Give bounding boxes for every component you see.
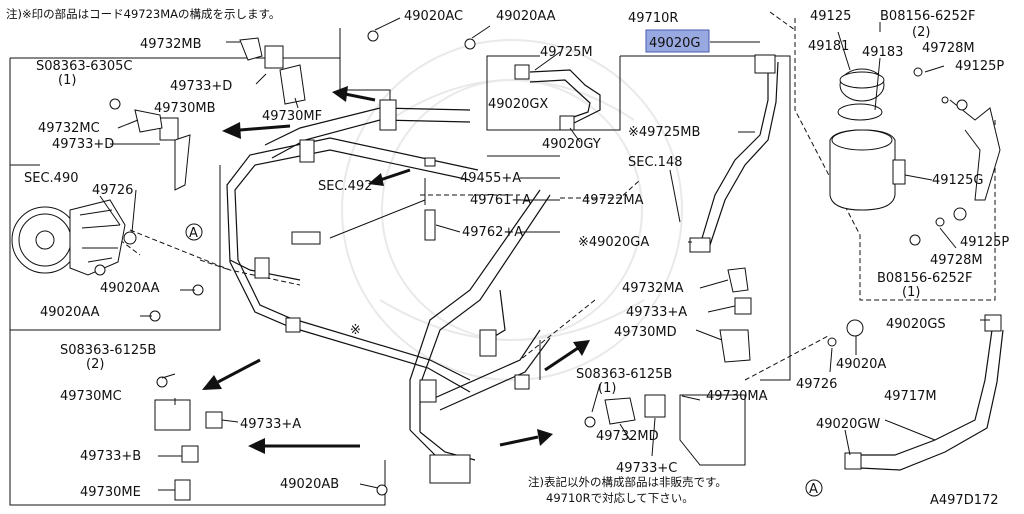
label-49730ME[interactable]: 49730ME [80, 485, 141, 500]
label-08363-6125B-right-qty: (1) [598, 381, 616, 396]
watermark [341, 39, 683, 381]
label-08156-top-qty: (2) [912, 25, 930, 40]
label-49730MF[interactable]: 49730MF [262, 109, 322, 124]
label-08363-6125B-left[interactable]: S08363-6125B [60, 343, 156, 358]
note-bottom-2: 49710Rで対応して下さい。 [546, 491, 694, 505]
direction-arrows [202, 86, 590, 454]
label-SEC490[interactable]: SEC.490 [24, 171, 79, 186]
label-49020AB[interactable]: 49020AB [280, 477, 339, 492]
power-steering-pump [11, 199, 137, 276]
label-49722MA[interactable]: 49722MA [582, 193, 644, 208]
label-49728M-bot[interactable]: 49728M [930, 253, 983, 268]
label-49183[interactable]: 49183 [862, 45, 903, 60]
label-49020AA-top[interactable]: 49020AA [496, 9, 556, 24]
label-SEC492[interactable]: SEC.492 [318, 179, 373, 194]
label-49730MC[interactable]: 49730MC [60, 389, 122, 404]
label-49733B[interactable]: 49733+B [80, 449, 141, 464]
label-49020GW[interactable]: 49020GW [816, 417, 880, 432]
highlight-49020G [645, 29, 710, 53]
label-49020A[interactable]: 49020A [836, 357, 886, 372]
note-top: 注)※印の部品はコード49723MAの構成を示します。 [6, 7, 280, 21]
label-49125[interactable]: 49125 [810, 9, 851, 24]
brackets [109, 30, 752, 501]
group-boxes [9, 11, 996, 506]
part-labels: 49020AC 49020AA 49710R 49020G 49125 B081… [24, 9, 1009, 500]
label-49125P-top[interactable]: 49125P [955, 59, 1004, 74]
label-49020GA[interactable]: ※49020GA [578, 235, 649, 250]
label-49732MC[interactable]: 49732MC [38, 121, 100, 136]
label-49761A[interactable]: 49761+A [470, 193, 531, 208]
label-49730MD[interactable]: 49730MD [614, 325, 677, 340]
diagram-id: A497D172 [930, 493, 999, 508]
ref-A-bottom-letter: A [809, 482, 818, 497]
label-49020AA-1[interactable]: 49020AA [100, 281, 160, 296]
label-49710R[interactable]: 49710R [628, 11, 678, 26]
label-49733A-left[interactable]: 49733+A [240, 417, 301, 432]
label-49730MB[interactable]: 49730MB [154, 101, 216, 116]
label-08363-6125B-right[interactable]: S08363-6125B [576, 367, 672, 382]
label-star: ※ [350, 323, 361, 338]
label-49762A[interactable]: 49762+A [462, 225, 523, 240]
label-08363-6305C-qty: (1) [58, 73, 76, 88]
label-SEC148[interactable]: SEC.148 [628, 155, 683, 170]
reservoir-assembly [827, 67, 1001, 347]
label-49020G[interactable]: 49020G [649, 36, 700, 51]
label-49125G[interactable]: 49125G [932, 173, 983, 188]
label-49730MA[interactable]: 49730MA [706, 389, 768, 404]
label-49733A-right[interactable]: 49733+A [626, 305, 687, 320]
label-49732MA[interactable]: 49732MA [622, 281, 684, 296]
label-08156-bot-qty: (1) [902, 285, 920, 300]
label-49725M[interactable]: 49725M [540, 45, 593, 60]
label-49733C[interactable]: 49733+C [616, 461, 677, 476]
label-08156-top[interactable]: B08156-6252F [880, 9, 976, 24]
label-08363-6125B-left-qty: (2) [86, 357, 104, 372]
label-49455A[interactable]: 49455+A [460, 171, 521, 186]
label-49733D-top[interactable]: 49733+D [170, 79, 232, 94]
ref-A-top-letter: A [189, 226, 198, 241]
label-49717M[interactable]: 49717M [884, 389, 937, 404]
leader-lines [99, 17, 990, 491]
reference-A-top: A [185, 223, 203, 241]
label-49726-left[interactable]: 49726 [92, 183, 133, 198]
label-49020GS[interactable]: 49020GS [886, 317, 946, 332]
reference-A-bottom: A [805, 479, 823, 497]
label-49732MB[interactable]: 49732MB [140, 37, 202, 52]
label-49181[interactable]: 49181 [808, 39, 849, 54]
label-49733D-mid[interactable]: 49733+D [52, 137, 114, 152]
note-bottom-1: 注)表記以外の構成部品は非販売です。 [528, 475, 727, 489]
label-08363-6305C[interactable]: S08363-6305C [36, 59, 132, 74]
label-49732MD[interactable]: 49732MD [596, 429, 659, 444]
label-49020GY[interactable]: 49020GY [542, 137, 601, 152]
label-08156-bot[interactable]: B08156-6252F [877, 271, 973, 286]
label-49125P-bot[interactable]: 49125P [960, 235, 1009, 250]
label-49020AC[interactable]: 49020AC [404, 9, 463, 24]
label-49725MB[interactable]: ※49725MB [628, 125, 700, 140]
label-49020GX[interactable]: 49020GX [488, 97, 548, 112]
label-49020AA-2[interactable]: 49020AA [40, 305, 100, 320]
label-49728M-top[interactable]: 49728M [922, 41, 975, 56]
label-49726-right[interactable]: 49726 [796, 377, 837, 392]
pipe-assembly [226, 54, 1004, 484]
